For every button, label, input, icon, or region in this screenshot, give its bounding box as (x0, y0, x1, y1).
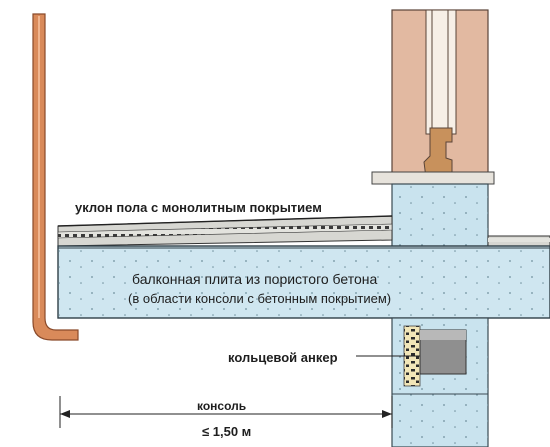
label-cantilever-value: ≤ 1,50 м (202, 424, 251, 439)
label-slab-line1: балконная плита из пористого бетона (132, 271, 378, 287)
label-cantilever: консоль (197, 399, 246, 413)
dimension-arrow-right (382, 410, 392, 418)
label-slab-line2: (в области консоли с бетонным покрытием) (128, 291, 391, 306)
label-ring-anchor: кольцевой анкер (228, 350, 338, 365)
frame-opening (425, 9, 457, 135)
floor-screed-tiles (57, 223, 393, 239)
threshold-plate (371, 171, 495, 185)
label-floor-slope: уклон пола с монолитным покрытием (75, 200, 322, 215)
window-sill-profile (423, 127, 453, 179)
drain-pipe (32, 13, 79, 341)
dimension-arrow-left (60, 410, 70, 418)
slope-line (57, 215, 393, 227)
